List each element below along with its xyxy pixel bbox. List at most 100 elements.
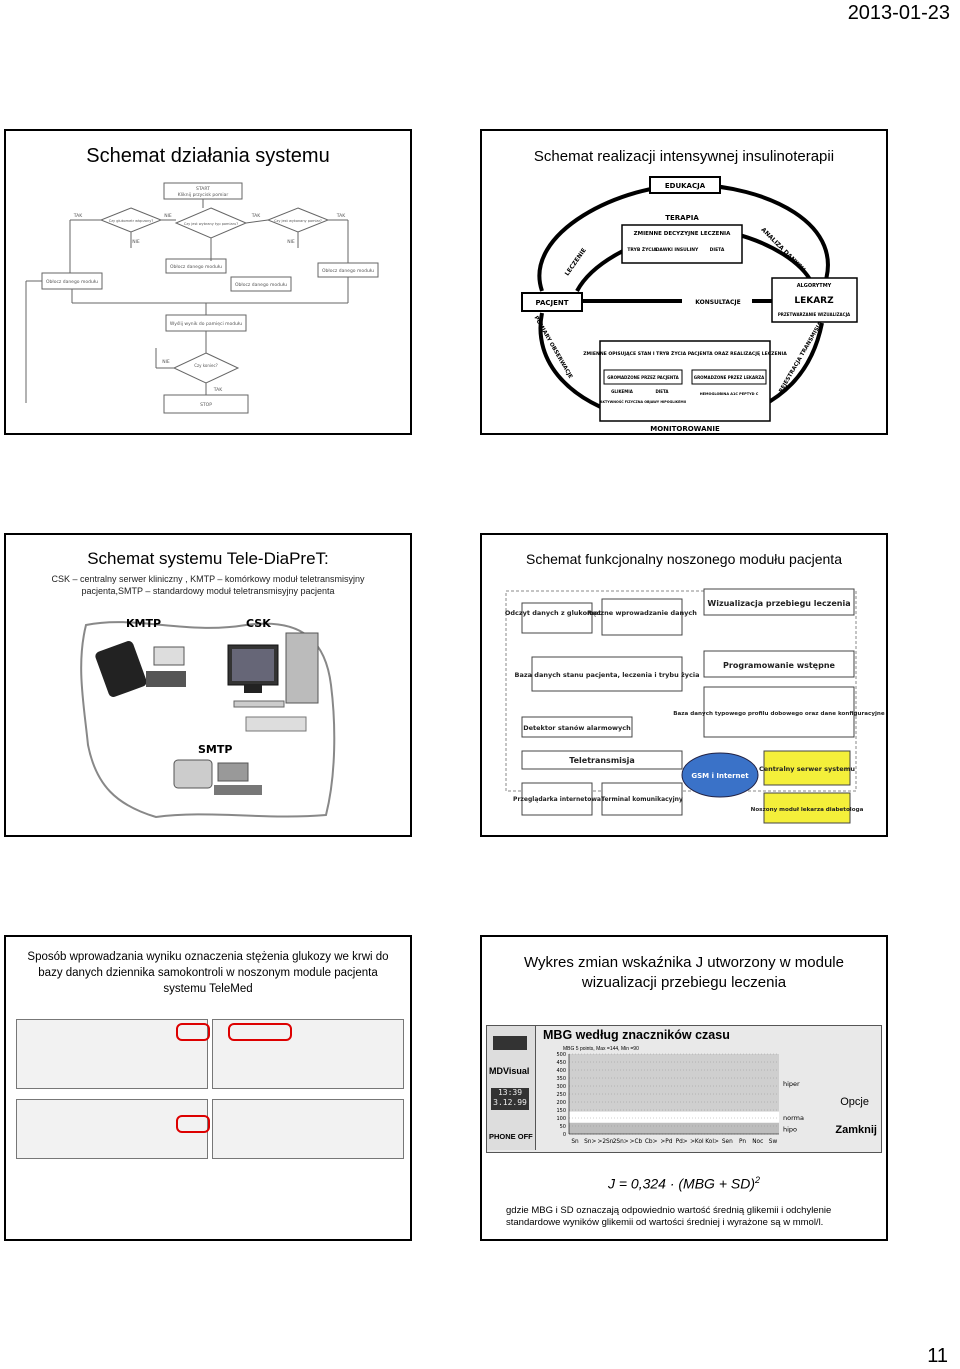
flow-yes-1: TAK xyxy=(73,213,83,219)
flow-box-right: Obłocz danego modułu xyxy=(322,268,374,274)
screenshot-grid xyxy=(16,1019,404,1159)
x-tick-label: >Cb xyxy=(630,1139,643,1145)
highlight-circle xyxy=(176,1023,210,1041)
flow-stop: STOP xyxy=(200,402,212,408)
label-konsultacje: KONSULTACJE xyxy=(695,299,741,306)
slide-patient-module: Schemat funkcjonalny noszonego modułu pa… xyxy=(480,533,888,837)
y-tick-label: 200 xyxy=(556,1100,566,1106)
box-odczyt: Odczyt danych z glukometru xyxy=(505,609,610,617)
x-tick-label: Cb> xyxy=(645,1139,658,1145)
x-tick-label: Sen xyxy=(722,1139,733,1145)
flow-q2: Czy jest wybrany typ pomiaru? xyxy=(184,222,238,226)
box-gsm: GSM i Internet xyxy=(691,772,749,780)
y-tick-label: 400 xyxy=(556,1068,566,1074)
slide-subtitle: CSK – centralny serwer kliniczny , KMTP … xyxy=(51,574,365,596)
phone-off-button[interactable]: PHONE OFF xyxy=(489,1132,533,1141)
slide-title: Schemat systemu Tele-DiaPreT: xyxy=(87,549,329,568)
box-detektor: Detektor stanów alarmowych xyxy=(523,724,631,732)
label-gromadzone-pacjenta: GROMADZONE PRZEZ PACJENTA xyxy=(607,375,679,380)
x-tick-label: >Kol xyxy=(690,1139,704,1145)
x-tick-label: >2Sn xyxy=(598,1139,614,1145)
slide-glucose-entry: Sposób wprowadzania wyniku oznaczenia st… xyxy=(4,935,412,1241)
flow-box-mid2: Obłocz danego modułu xyxy=(235,282,287,288)
flow-start: START xyxy=(196,186,210,192)
y-tick-label: 500 xyxy=(556,1052,566,1058)
flow-start-sub: Kliknij przycisk pomiar xyxy=(178,192,229,198)
slide-title: Schemat działania systemu xyxy=(86,145,330,167)
x-tick-label: Sn xyxy=(571,1139,579,1145)
label-monitorowanie: MONITOROWANIE xyxy=(650,425,720,433)
screen-thumb-1 xyxy=(16,1019,208,1089)
slide-title: Schemat funkcjonalny noszonego modułu pa… xyxy=(526,551,842,567)
band-label-hiper: hiper xyxy=(783,1080,800,1088)
flow-box-mid: Obłocz danego modułu xyxy=(170,264,222,270)
label-dieta2: DIETA xyxy=(655,389,669,394)
slide-insulin-therapy: Schemat realizacji intensywnej insulinot… xyxy=(480,129,888,435)
device-sidebar: MDVisual 13:39 3.12.99 PHONE OFF xyxy=(487,1026,536,1150)
chart-title: MBG według znaczników czasu xyxy=(543,1028,730,1042)
label-pacjent: PACJENT xyxy=(535,299,568,307)
label-zmienne-decyzyjne: ZMIENNE DECYZYJNE LECZENIA xyxy=(634,231,731,237)
y-tick-label: 250 xyxy=(556,1092,566,1098)
slide-system-flowchart: Schemat działania systemu xyxy=(4,129,412,435)
flow-no-1: NIE xyxy=(164,213,172,219)
band-label-hipo: hipo xyxy=(783,1125,797,1133)
device-logo-icon xyxy=(493,1036,527,1050)
y-tick-label: 50 xyxy=(560,1124,566,1130)
device-screen: MDVisual 13:39 3.12.99 PHONE OFF MBG wed… xyxy=(486,1025,882,1153)
box-noszony-lekarza: Noszony moduł lekarza diabetologa xyxy=(751,807,864,813)
screen-thumb-2 xyxy=(212,1019,404,1089)
therapy-cycle-diagram: EDUKACJA TERAPIA ZMIENNE DECYZYJNE LECZE… xyxy=(521,176,858,433)
slide-tele-diapret: Schemat systemu Tele-DiaPreT: CSK – cent… xyxy=(4,533,412,837)
label-algorytmy: ALGORYTMY xyxy=(797,283,832,289)
flow-yes-3: TAK xyxy=(336,213,346,219)
box-przegladarka: Przeglądarka internetowa xyxy=(513,796,601,803)
flow-box-send: Wyślij wynik do pamięci modułu xyxy=(170,320,242,327)
page-number: 11 xyxy=(927,1345,948,1367)
y-tick-label: 300 xyxy=(556,1084,566,1090)
mbg-chart: hipernormahipo05010015020025030035040045… xyxy=(556,1052,804,1145)
label-smtp: SMTP xyxy=(198,743,232,756)
device-time: 13:39 xyxy=(497,1088,523,1097)
label-przetwarzanie: PRZETWARZANIE WIZUALIZACJA xyxy=(778,312,851,317)
box-wizualizacja: Wizualizacja przebiegu leczenia xyxy=(707,599,850,608)
x-tick-label: Sn> xyxy=(584,1139,596,1145)
formula: J = 0,324 · (MBG + SD)2 xyxy=(482,1175,886,1192)
highlight-circle xyxy=(228,1023,292,1041)
flow-no-3: NIE xyxy=(287,239,295,245)
patient-module-diagram: Odczyt danych z glukometru Ręczne wprowa… xyxy=(505,588,885,824)
x-tick-label: Noc xyxy=(752,1139,763,1145)
tele-diapret-diagram: KMTP CSK SMTP xyxy=(80,617,336,819)
label-kmtp: KMTP xyxy=(126,617,161,630)
flow-yes-4: TAK xyxy=(213,387,223,393)
screen-thumb-4 xyxy=(212,1099,404,1159)
options-button[interactable]: Opcje xyxy=(840,1096,869,1108)
label-dawki: DAWKI INSULINY xyxy=(656,247,699,253)
close-button[interactable]: Zamknij xyxy=(835,1124,877,1136)
x-tick-label: Pn xyxy=(739,1139,746,1145)
box-terminal: Terminal komunikacyjny xyxy=(601,796,683,803)
box-programowanie: Programowanie wstępne xyxy=(723,661,835,670)
device-clock: 13:39 3.12.99 xyxy=(491,1088,529,1110)
flow-box-left: Obłocz danego modułu xyxy=(46,279,98,285)
y-tick-label: 350 xyxy=(556,1076,566,1082)
y-tick-label: 100 xyxy=(556,1116,566,1122)
formula-text: J = 0,324 · (MBG + SD) xyxy=(607,1175,756,1192)
slide-title: Wykres zmian wskaźnika J utworzony w mod… xyxy=(524,954,844,991)
flow-q1: Czy glukometr włączony? xyxy=(109,219,154,223)
device-brand: MDVisual xyxy=(489,1066,530,1076)
x-tick-label: Sw xyxy=(769,1139,778,1145)
x-tick-label: Pd> xyxy=(676,1139,688,1145)
x-tick-label: >Pd xyxy=(660,1139,672,1145)
y-tick-label: 0 xyxy=(563,1132,566,1138)
flow-q4: Czy koniec? xyxy=(194,363,218,368)
formula-note: gdzie MBG i SD oznaczają odpowiednio war… xyxy=(506,1205,832,1228)
label-zmienne-opisujace: ZMIENNE OPISUJĄCE STAN I TRYB ŻYCIA PACJ… xyxy=(583,350,787,357)
label-rejestracja: REJESTRACJA TRANSMISJA xyxy=(778,320,824,394)
flow-no-4: NIE xyxy=(162,359,170,365)
band-norma xyxy=(569,1111,779,1123)
box-teletransmisja: Teletransmisja xyxy=(569,756,635,765)
label-leczenie: LECZENIE xyxy=(564,247,588,277)
flow-q3: Czy jest wykonany pomiar? xyxy=(274,219,322,223)
box-baza-typowego: Baza danych typowego profilu dobowego or… xyxy=(673,711,885,717)
